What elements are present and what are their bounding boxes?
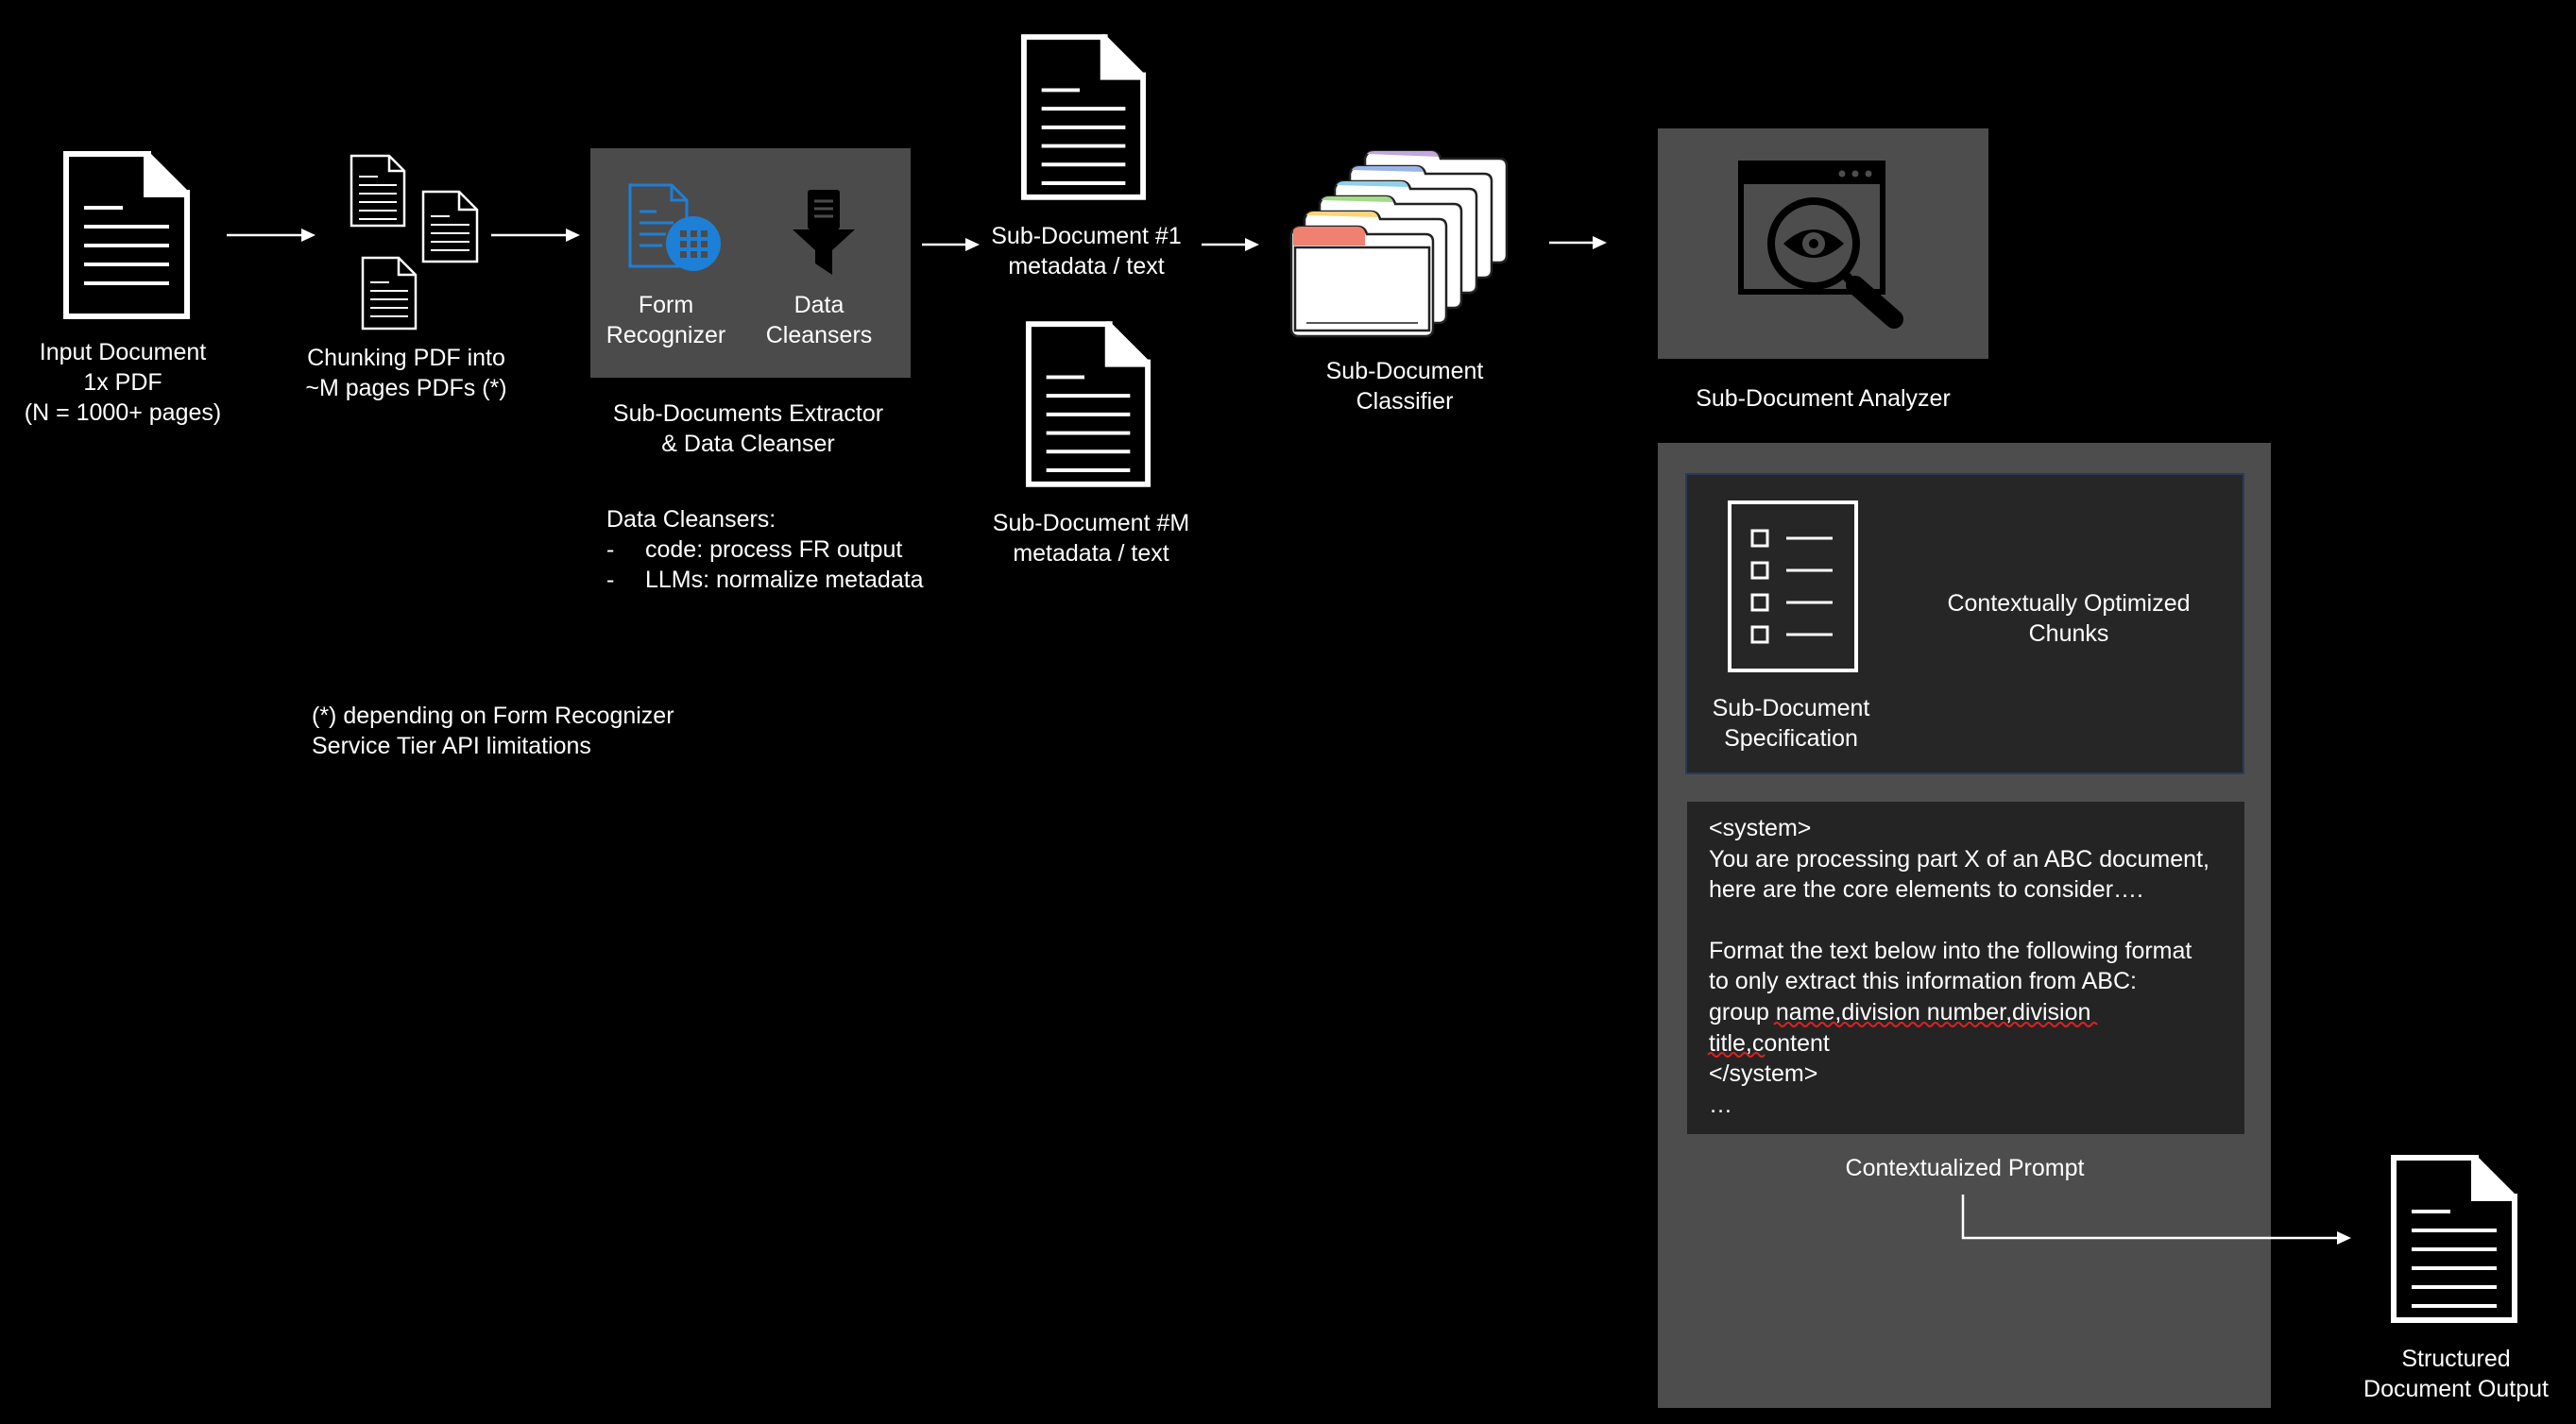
note-bullet: -	[606, 567, 615, 593]
prompt-line	[1709, 906, 2244, 936]
note-bullet: -	[606, 536, 615, 563]
prompt-line: group name,division number,division	[1709, 998, 2091, 1026]
note-item: - code: process FR output	[606, 534, 902, 565]
classifier-line-2: Classifier	[1356, 388, 1454, 415]
input-document-icon	[63, 151, 190, 319]
chunking-line-1: Chunking PDF into	[307, 345, 505, 371]
output-document-icon	[2391, 1155, 2517, 1323]
output-label: Structured Document Output	[2343, 1344, 2569, 1404]
output-line-2: Document Output	[2363, 1376, 2549, 1402]
specification-label: Sub-Document Specification	[1678, 693, 1904, 754]
input-document-title: Input Document	[39, 339, 207, 365]
classifier-label: Sub-Document Classifier	[1291, 356, 1518, 416]
extractor-caption-line-2: & Data Cleanser	[661, 431, 835, 457]
footnote: (*) depending on Form Recognizer Service…	[312, 701, 674, 761]
prompt-caption: Contextualized Prompt	[1845, 1155, 2085, 1181]
flow-arrow-3	[922, 238, 980, 251]
form-recognizer-label: Form Recognizer	[595, 290, 737, 350]
specification-line-1: Sub-Document	[1712, 695, 1870, 721]
form-recognizer-line-2: Recognizer	[606, 322, 726, 348]
folders-icon	[1289, 149, 1509, 338]
chunking-label: Chunking PDF into ~M pages PDFs (*)	[293, 343, 520, 403]
flow-arrow-output	[1961, 1195, 2351, 1245]
chunks-label: Contextually Optimized Chunks	[1936, 588, 2201, 649]
specification-box	[1685, 473, 2244, 774]
analyzer-title: Sub-Document Analyzer	[1696, 385, 1951, 412]
data-cleansers-notes: Data Cleansers: - code: process FR outpu…	[606, 504, 924, 595]
sub-document-m-icon	[1025, 321, 1152, 487]
sub-document-1-icon	[1020, 34, 1147, 200]
flow-arrow-4	[1202, 238, 1259, 251]
sub-document-1-subtitle: metadata / text	[1008, 253, 1165, 280]
spellcheck-underline	[1707, 1052, 1766, 1058]
checklist-icon	[1728, 500, 1858, 672]
sub-document-m-title: Sub-Document #M	[992, 510, 1190, 536]
input-document-label: Input Document 1x PDF (N = 1000+ pages)	[9, 337, 236, 428]
prompt-line: to only extract this information from AB…	[1709, 968, 2137, 995]
classifier-line-1: Sub-Document	[1325, 358, 1484, 384]
magnifier-window-icon	[1738, 161, 1903, 329]
chunks-line-2: Chunks	[2028, 620, 2109, 647]
input-document-count: 1x PDF	[83, 369, 162, 396]
form-recognizer-icon	[628, 183, 721, 271]
chunks-line-1: Contextually Optimized	[1947, 590, 2191, 617]
multi-document-icon	[350, 154, 479, 331]
prompt-line: You are processing part X of an ABC docu…	[1709, 845, 2209, 873]
flow-arrow-1	[227, 229, 316, 242]
notes-title: Data Cleansers:	[606, 506, 776, 533]
form-recognizer-line-1: Form	[638, 292, 694, 318]
extractor-caption: Sub-Documents Extractor & Data Cleanser	[590, 398, 906, 459]
flow-arrow-5	[1549, 236, 1607, 249]
extractor-caption-line-1: Sub-Documents Extractor	[612, 400, 884, 427]
prompt-line: Format the text below into the following…	[1709, 937, 2192, 964]
footnote-line-2: Service Tier API limitations	[312, 733, 591, 759]
flow-arrow-2	[491, 229, 580, 242]
data-cleansers-line-2: Cleansers	[765, 322, 873, 348]
sub-document-1-label: Sub-Document #1 metadata / text	[973, 221, 1200, 281]
funnel-icon	[793, 190, 855, 275]
prompt-line: …	[1709, 1091, 1732, 1118]
input-document-pages: (N = 1000+ pages)	[24, 399, 222, 426]
output-line-1: Structured	[2401, 1346, 2511, 1372]
chunking-line-2: ~M pages PDFs (*)	[305, 375, 507, 401]
sub-document-1-title: Sub-Document #1	[991, 223, 1182, 249]
prompt-line: here are the core elements to consider….	[1709, 876, 2143, 904]
data-cleansers-line-1: Data	[793, 292, 844, 318]
note-text: LLMs: normalize metadata	[645, 567, 924, 593]
note-text: code: process FR output	[645, 536, 903, 563]
prompt-line: title,content	[1709, 1029, 1830, 1057]
sub-document-m-subtitle: metadata / text	[1013, 540, 1169, 567]
note-item: - LLMs: normalize metadata	[606, 565, 924, 595]
prompt-line: <system>	[1709, 815, 1812, 841]
footnote-line-1: (*) depending on Form Recognizer	[312, 703, 674, 729]
spellcheck-underline	[1773, 1022, 2098, 1027]
prompt-line: </system>	[1709, 1060, 1818, 1088]
sub-document-m-label: Sub-Document #M metadata / text	[978, 508, 1204, 568]
specification-line-2: Specification	[1724, 725, 1858, 752]
prompt-box: <system> You are processing part X of an…	[1687, 802, 2244, 1134]
data-cleansers-label: Data Cleansers	[748, 290, 890, 350]
